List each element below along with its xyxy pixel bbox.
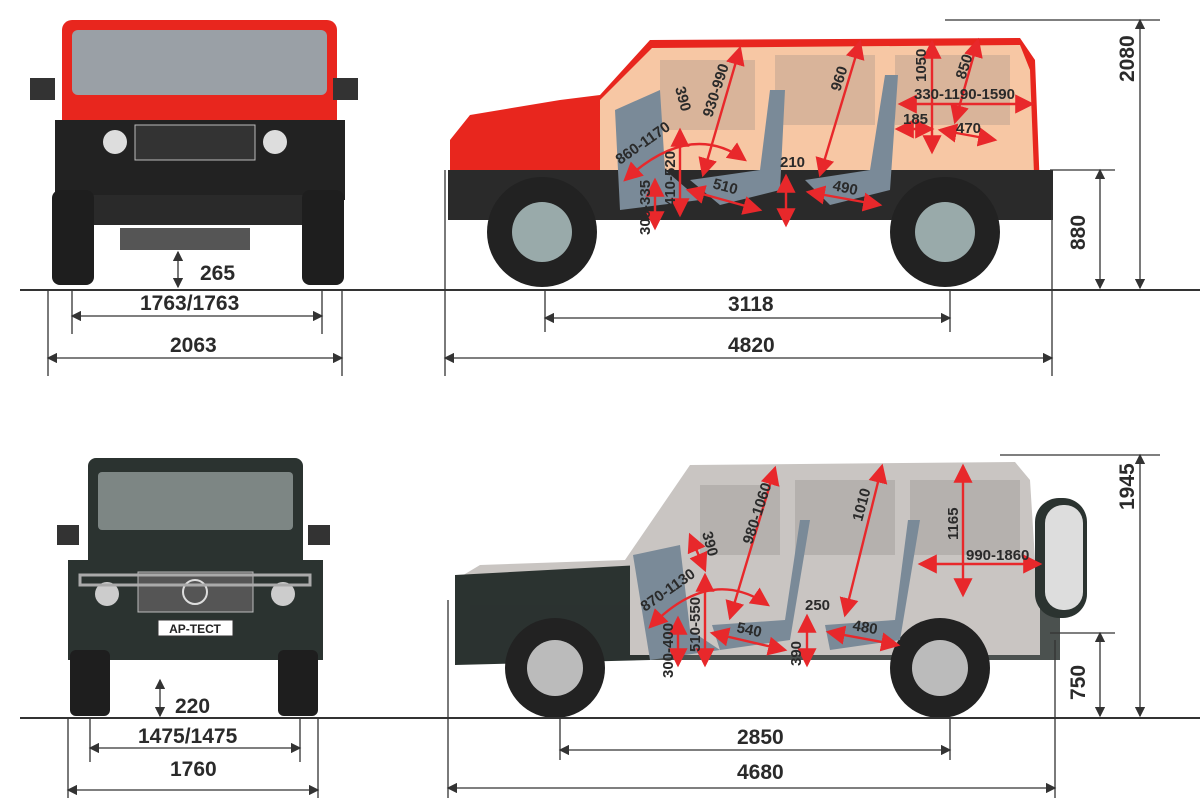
interior-dim: 510-550 bbox=[687, 597, 704, 652]
license-plate: АР-ТЕСТ bbox=[169, 622, 221, 636]
hummer-length: 4820 bbox=[728, 334, 775, 357]
hummer-height: 2080 bbox=[1116, 35, 1139, 82]
hummer-track: 1763/1763 bbox=[140, 292, 239, 315]
gclass-length: 4680 bbox=[737, 761, 784, 784]
interior-dim: 960 bbox=[828, 64, 852, 93]
interior-dim: 490 bbox=[831, 177, 859, 199]
gclass-side-view bbox=[455, 462, 1087, 718]
interior-dim: 510 bbox=[711, 175, 740, 198]
gclass-height: 1945 bbox=[1116, 463, 1139, 510]
gclass-width: 1760 bbox=[170, 758, 217, 781]
interior-dim: 540 bbox=[735, 619, 763, 641]
hummer-front-view bbox=[30, 20, 358, 285]
interior-dim: 1050 bbox=[913, 49, 930, 82]
interior-dim: 210 bbox=[780, 154, 805, 171]
gclass-track: 1475/1475 bbox=[138, 725, 238, 748]
interior-dim: 300-400 bbox=[660, 623, 677, 678]
interior-dim: 185 bbox=[903, 111, 928, 128]
hummer-ground-clearance: 265 bbox=[200, 262, 235, 285]
gclass-interior-arrows bbox=[648, 463, 1043, 668]
hummer-width: 2063 bbox=[170, 334, 217, 357]
gclass-ground-clearance: 220 bbox=[175, 695, 210, 718]
interior-dim: 330-1190-1590 bbox=[914, 86, 1015, 103]
interior-dim: 390 bbox=[698, 530, 721, 559]
interior-dim: 390 bbox=[671, 85, 694, 114]
gclass-front-dimensions: 220 1475/1475 1760 bbox=[66, 678, 320, 798]
interior-dim: 990-1860 bbox=[966, 547, 1029, 564]
hummer-front-dimensions: 265 1763/1763 2063 bbox=[46, 250, 344, 376]
interior-dim: 480 bbox=[851, 617, 879, 638]
interior-dim: 390 bbox=[788, 641, 805, 666]
interior-dim: 470 bbox=[956, 120, 981, 137]
hummer-wheelbase: 3118 bbox=[728, 293, 774, 316]
hummer-interior-arrows bbox=[623, 37, 1035, 231]
hummer-sill-height: 880 bbox=[1067, 215, 1090, 250]
interior-dim: 300-335 bbox=[637, 180, 654, 235]
gclass-wheelbase: 2850 bbox=[737, 726, 784, 749]
hummer-side-dimensions: 3118 4820 2080 880 bbox=[20, 18, 1200, 376]
interior-dim: 250 bbox=[805, 597, 830, 614]
interior-dim: 850 bbox=[953, 52, 977, 81]
gclass-sill-height: 750 bbox=[1067, 665, 1090, 700]
interior-dim: 1165 bbox=[945, 507, 962, 540]
interior-dim: 410-520 bbox=[662, 151, 679, 206]
gclass-front-view: АР-ТЕСТ bbox=[57, 458, 330, 716]
gclass-side-dimensions: 2850 4680 1945 750 bbox=[20, 453, 1200, 798]
